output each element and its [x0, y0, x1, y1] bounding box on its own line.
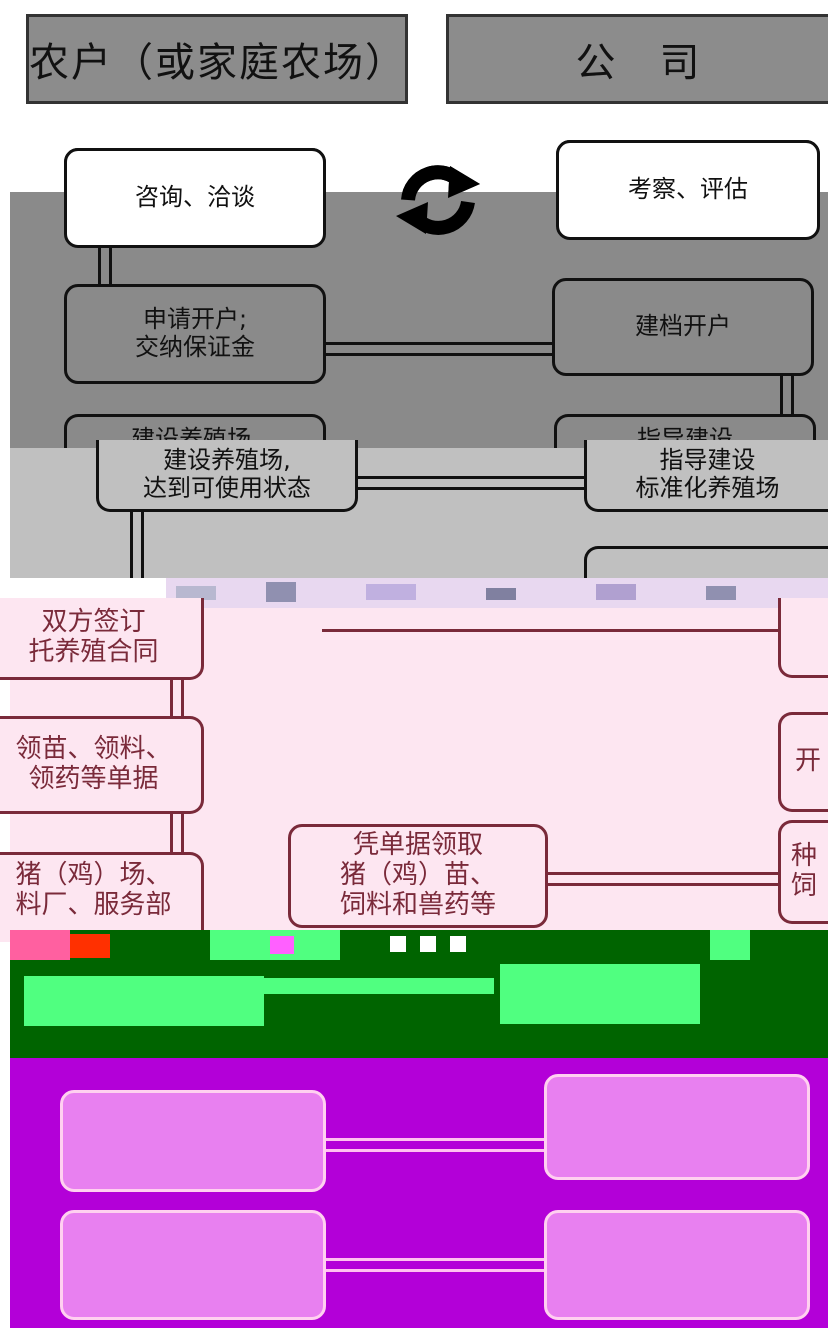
open-account-box: 建档开户: [552, 278, 814, 376]
inspect-box-overlay: 考察、评估: [556, 140, 820, 240]
guide-build-box: 指导建设 标准化养殖场: [584, 440, 828, 512]
claim-supplies-box: 凭单据领取 猪（鸡）苗、 饲料和兽药等: [288, 824, 548, 928]
noise-strip-1: [166, 578, 828, 608]
connector-account-guide: [780, 376, 794, 416]
magenta-box-left-bottom: [60, 1210, 326, 1320]
connector-docs-farm: [170, 814, 184, 854]
connector-apply-account: [326, 342, 552, 356]
connector-build-down: [130, 512, 144, 578]
connector-contract-right: [322, 598, 778, 632]
connector-contract-docs: [170, 680, 184, 718]
magenta-box-right-bottom: [544, 1210, 810, 1320]
connector-claim-right: [548, 872, 780, 886]
right-issue-box: 开: [778, 712, 828, 812]
connector-consult-apply: [98, 248, 112, 284]
sign-contract-box: 双方签订 托养殖合同: [0, 598, 204, 680]
refresh-cycle-icon-overlay: [396, 165, 480, 235]
farmer-header: 农户（或家庭农场）: [26, 14, 408, 104]
consult-box-overlay: 咨询、洽谈: [64, 148, 326, 248]
magenta-box-left-top: [60, 1090, 326, 1192]
connector-build-guide: [358, 476, 584, 490]
build-farm-box: 建设养殖场, 达到可使用状态: [96, 440, 358, 512]
magenta-connector-bottom: [326, 1258, 544, 1272]
pig-farm-box: 猪（鸡）场、 料厂、服务部: [0, 852, 204, 942]
right-feed-box: 种 饲: [778, 820, 828, 924]
magenta-box-right-top: [544, 1074, 810, 1180]
magenta-connector-top: [326, 1138, 544, 1152]
green-noise: [10, 930, 828, 1058]
receive-docs-box: 领苗、领料、 领药等单据: [0, 716, 204, 814]
apply-box: 申请开户; 交纳保证金: [64, 284, 326, 384]
right-box-a: [778, 598, 828, 678]
company-header: 公 司: [446, 14, 828, 104]
